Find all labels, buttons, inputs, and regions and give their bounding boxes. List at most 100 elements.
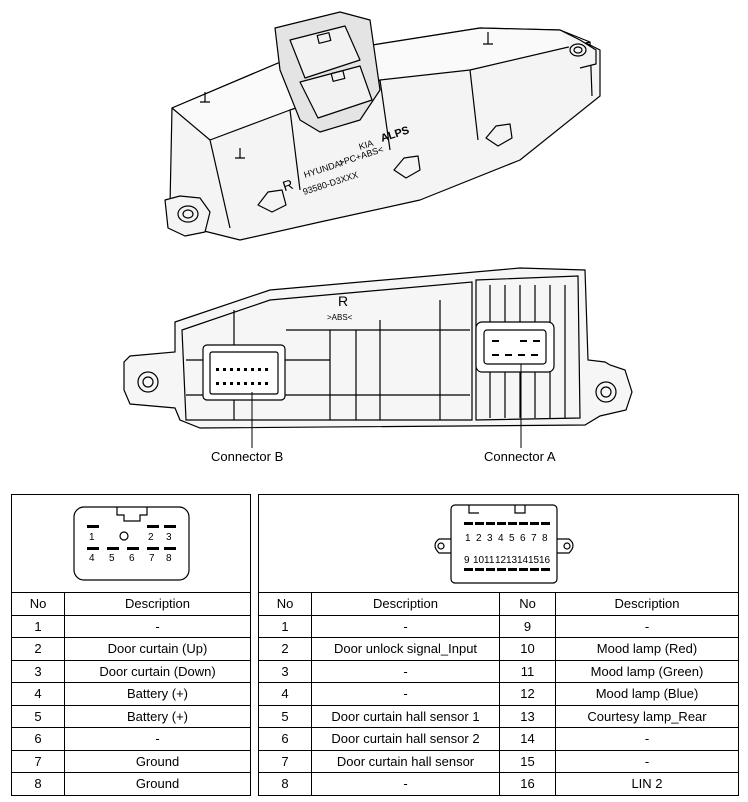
table-row: 6-: [11, 727, 251, 751]
connector-b-pin-label: 13: [506, 555, 518, 566]
cell-no: 1: [258, 614, 312, 638]
cell-no: 7: [11, 749, 65, 773]
connector-b-pin-label: 16: [539, 555, 551, 566]
cell-description: -: [311, 614, 500, 638]
cell-description: -: [311, 772, 500, 796]
connector-a-pin-label: 5: [109, 553, 115, 564]
connector-b-pin-label: 3: [487, 533, 493, 544]
cell-description: -: [555, 749, 739, 773]
connector-a-pin-label: 7: [149, 553, 155, 564]
cell-no: 2: [11, 637, 65, 661]
connector-b-pin-label: 2: [476, 533, 482, 544]
cell-no: 6: [258, 727, 312, 751]
cell-no: 8: [258, 772, 312, 796]
col-header-no: No: [11, 592, 65, 616]
cell-description: -: [555, 727, 739, 751]
connector-a-pinout-box: 1 2 3 4 5 6 7 8: [11, 494, 251, 593]
cell-no: 7: [258, 749, 312, 773]
connector-a-pin-label: 6: [129, 553, 135, 564]
cell-description: -: [311, 682, 500, 706]
col-header-description: Description: [64, 592, 251, 616]
connector-b-pin-label: 14: [517, 555, 529, 566]
cell-description: -: [64, 727, 251, 751]
connector-b-pin-label: 5: [509, 533, 515, 544]
cell-description: Mood lamp (Red): [555, 637, 739, 661]
connector-b-pin-label: 1: [465, 533, 471, 544]
cell-description: Door curtain hall sensor 2: [311, 727, 500, 751]
cell-description: Battery (+): [64, 682, 251, 706]
col-header-description: Description: [311, 592, 500, 616]
col-header-no: No: [499, 592, 556, 616]
cell-no: 13: [499, 704, 556, 728]
cell-description: Door curtain (Down): [64, 659, 251, 683]
cell-description: Door curtain (Up): [64, 637, 251, 661]
cell-no: 3: [11, 659, 65, 683]
cell-no: 5: [258, 704, 312, 728]
connector-a-face: [73, 506, 190, 581]
connector-a-pin-label: 8: [166, 553, 172, 564]
cell-description: Mood lamp (Green): [555, 659, 739, 683]
cell-description: Courtesy lamp_Rear: [555, 704, 739, 728]
cell-no: 16: [499, 772, 556, 796]
connector-b-face: [434, 504, 574, 584]
cell-no: 4: [258, 682, 312, 706]
connector-b-pin-label: 6: [520, 533, 526, 544]
cell-no: 5: [11, 704, 65, 728]
cell-no: 3: [258, 659, 312, 683]
connector-b-pin-label: 7: [531, 533, 537, 544]
cell-description: Ground: [64, 772, 251, 796]
table-row: 1-9-: [258, 614, 739, 638]
cell-no: 9: [499, 614, 556, 638]
cell-description: -: [311, 659, 500, 683]
cell-description: -: [555, 614, 739, 638]
connector-b-pin-label: 15: [528, 555, 540, 566]
cell-no: 10: [499, 637, 556, 661]
cell-description: Door curtain hall sensor: [311, 749, 500, 773]
cell-description: Mood lamp (Blue): [555, 682, 739, 706]
cell-no: 2: [258, 637, 312, 661]
connector-b-pinout-box: 1 2 3 4 5 6 7 8 9 10 11 12 13 14 15 16: [258, 494, 739, 593]
cell-description: Battery (+): [64, 704, 251, 728]
connector-b-callout: Connector B: [211, 449, 284, 464]
table-row: 1-: [11, 614, 251, 638]
connector-b-pin-label: 8: [542, 533, 548, 544]
cell-description: Ground: [64, 749, 251, 773]
connector-a-pin-label: 4: [89, 553, 95, 564]
connector-b-pin-label: 12: [495, 555, 507, 566]
cell-no: 4: [11, 682, 65, 706]
marking-brand2: KIA: [358, 138, 375, 152]
connector-b-pin-label: 11: [484, 555, 495, 566]
cell-no: 8: [11, 772, 65, 796]
connector-b-pin-label: 10: [473, 555, 485, 566]
cell-description: LIN 2: [555, 772, 739, 796]
cell-description: -: [64, 614, 251, 638]
table-header-row: No Description: [11, 592, 251, 616]
marking-side: R: [280, 176, 295, 194]
col-header-no: No: [258, 592, 312, 616]
connector-a-pin-label: 2: [148, 532, 154, 543]
connector-b-pin-label: 4: [498, 533, 504, 544]
col-header-description: Description: [555, 592, 739, 616]
cell-no: 14: [499, 727, 556, 751]
cell-no: 12: [499, 682, 556, 706]
cell-no: 6: [11, 727, 65, 751]
table-header-row: No Description No Description: [258, 592, 739, 616]
bottom-marking-side: R: [338, 293, 348, 309]
cell-no: 15: [499, 749, 556, 773]
